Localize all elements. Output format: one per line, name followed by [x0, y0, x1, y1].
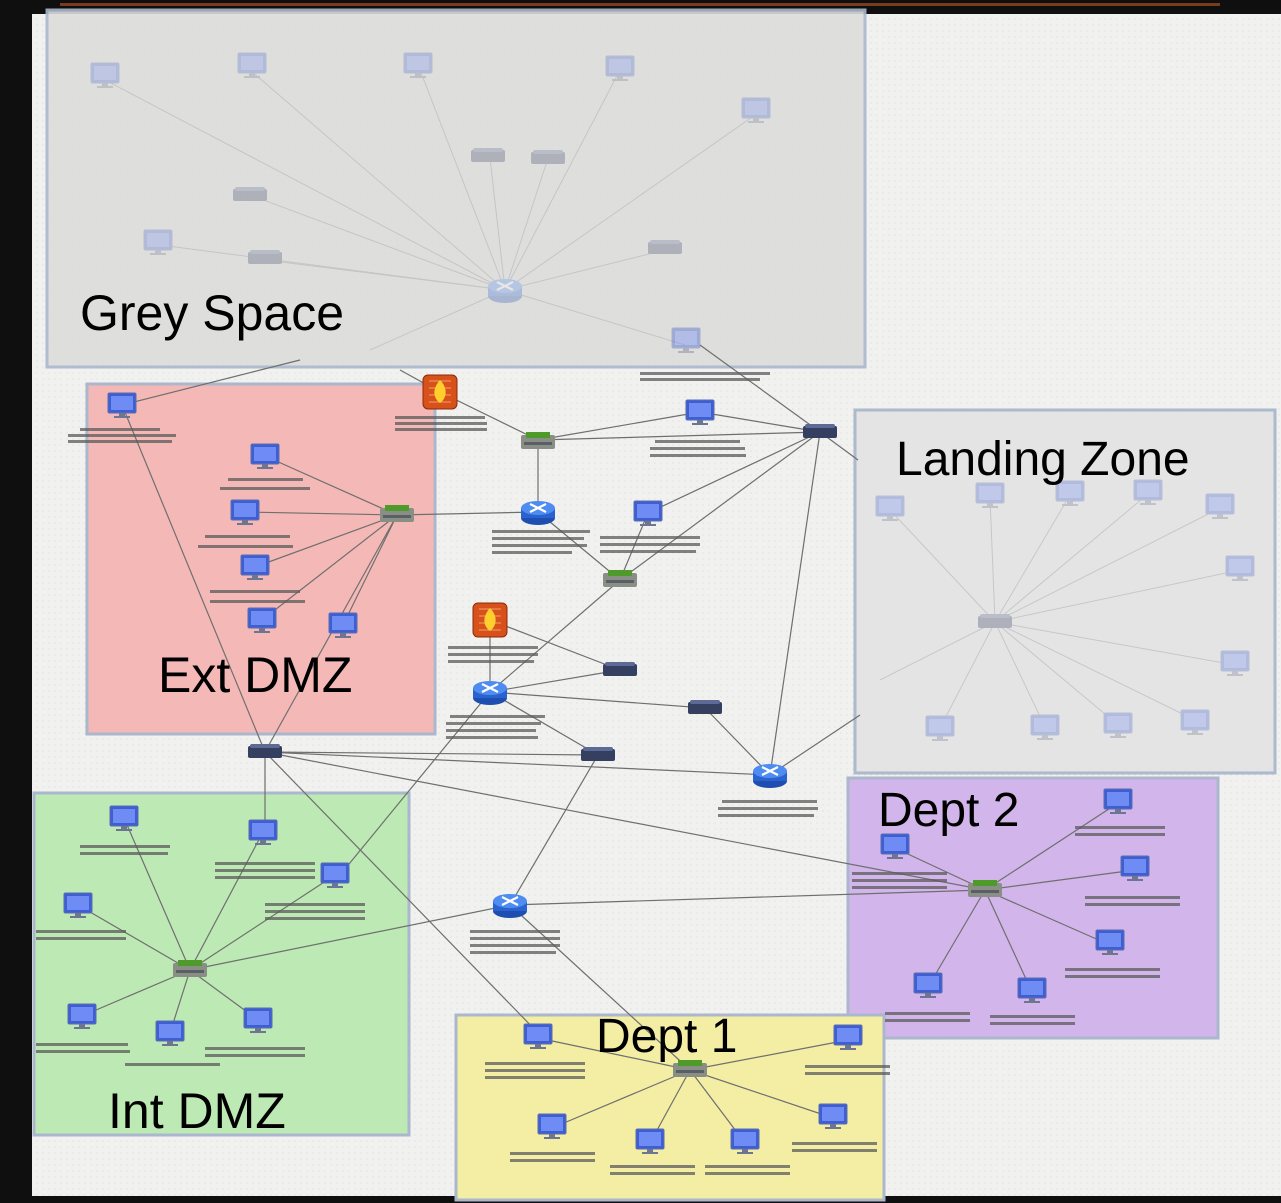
zone-label-grey-space: Grey Space	[80, 285, 344, 341]
switch-icon	[968, 880, 1002, 897]
zone-label-dept1: Dept 1	[596, 1010, 737, 1063]
switch-icon	[380, 505, 414, 522]
router-icon	[519, 499, 557, 527]
zone-label-landing-zone: Landing Zone	[896, 433, 1190, 486]
device-caption-marks	[36, 372, 1180, 1175]
switch-icon	[688, 700, 722, 714]
zone-label-int-dmz: Int DMZ	[108, 1083, 286, 1139]
landing-zone-faded-content	[875, 479, 1255, 742]
switch-icon	[248, 744, 282, 758]
switch-icon	[521, 432, 555, 449]
switch-icon	[581, 747, 615, 761]
zone-grey-space	[45, 8, 867, 369]
zone-label-dept2: Dept 2	[878, 784, 1019, 837]
switch-icon	[603, 570, 637, 587]
zone-label-ext-dmz: Ext DMZ	[158, 647, 352, 703]
top-accent-line	[60, 3, 1220, 6]
grey-space-faded-content	[90, 52, 771, 351]
router-icon	[471, 679, 509, 707]
switch-icon	[803, 424, 837, 438]
router-icon	[751, 762, 789, 790]
firewall-icon	[422, 374, 458, 410]
switch-icon	[173, 960, 207, 977]
router-icon	[491, 892, 529, 920]
firewall-icon	[472, 602, 508, 638]
switch-icon	[603, 662, 637, 676]
